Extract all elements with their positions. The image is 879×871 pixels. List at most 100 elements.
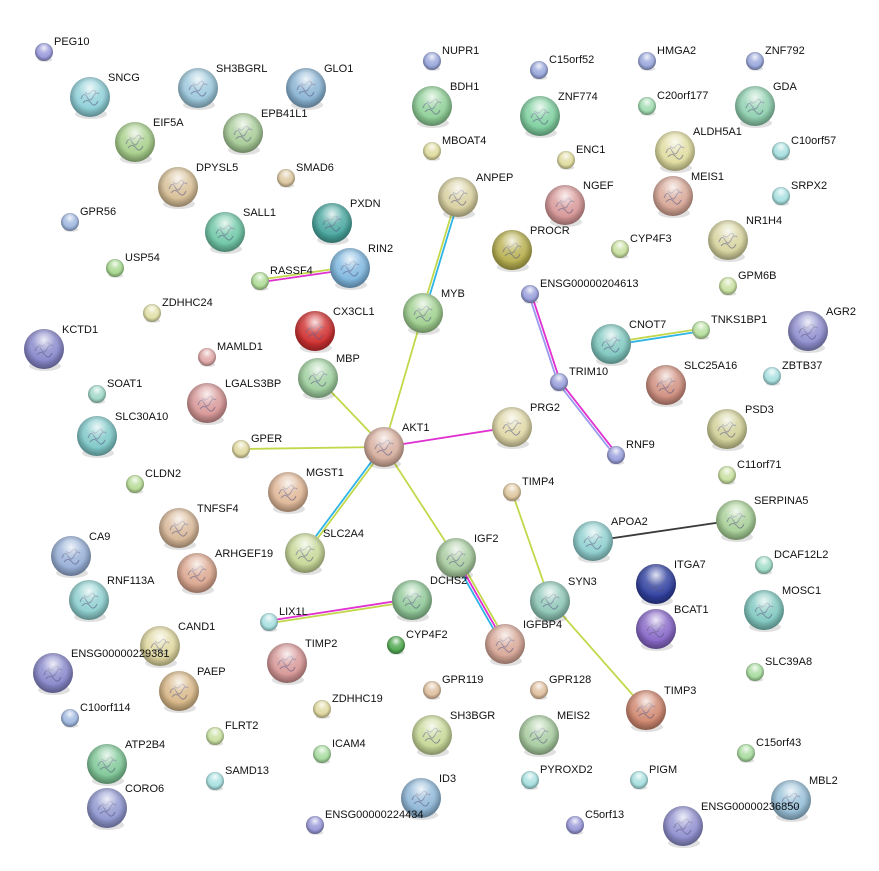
edge-trim10-rnf9[interactable] bbox=[557, 380, 618, 457]
node-epb41l1[interactable] bbox=[223, 113, 263, 155]
node-pigm[interactable] bbox=[630, 771, 648, 790]
node-igf2[interactable] bbox=[436, 538, 476, 580]
node-psd3[interactable] bbox=[707, 409, 747, 451]
node-c10orf114[interactable] bbox=[61, 709, 79, 728]
node-id3[interactable] bbox=[401, 778, 441, 820]
node-timp3[interactable] bbox=[626, 690, 666, 732]
node-c20orf177[interactable] bbox=[638, 97, 656, 116]
node-srpx2[interactable] bbox=[772, 187, 790, 206]
node-itga7[interactable] bbox=[636, 564, 676, 606]
node-mbp[interactable] bbox=[298, 358, 338, 400]
node-ensg00000229381[interactable] bbox=[33, 653, 73, 695]
node-procr[interactable] bbox=[492, 230, 532, 272]
node-mboat4[interactable] bbox=[423, 142, 441, 161]
node-timp2[interactable] bbox=[267, 643, 307, 685]
node-prg2[interactable] bbox=[492, 407, 532, 449]
node-cyp4f3[interactable] bbox=[611, 240, 629, 259]
node-sall1[interactable] bbox=[205, 212, 245, 254]
node-agr2[interactable] bbox=[788, 311, 828, 353]
edge-akt1-gper[interactable] bbox=[240, 446, 385, 450]
node-nupr1[interactable] bbox=[423, 52, 441, 71]
node-coro6[interactable] bbox=[87, 788, 127, 830]
node-ensg00000204613[interactable] bbox=[521, 285, 539, 304]
node-soat1[interactable] bbox=[88, 385, 106, 404]
node-enc1[interactable] bbox=[557, 151, 575, 170]
node-gpr128[interactable] bbox=[530, 681, 548, 700]
node-lix1l[interactable] bbox=[260, 613, 278, 632]
node-dpysl5[interactable] bbox=[158, 167, 198, 209]
node-dchs2[interactable] bbox=[392, 580, 432, 622]
node-zbtb37[interactable] bbox=[763, 367, 781, 386]
node-rassf4[interactable] bbox=[251, 272, 269, 291]
node-gpm6b[interactable] bbox=[719, 277, 737, 296]
node-akt1[interactable] bbox=[364, 427, 404, 469]
node-flrt2[interactable] bbox=[206, 727, 224, 746]
node-trim10[interactable] bbox=[550, 373, 568, 392]
edge-akt1-prg2[interactable] bbox=[383, 426, 513, 448]
node-gda[interactable] bbox=[735, 86, 775, 128]
node-ngef[interactable] bbox=[545, 185, 585, 227]
node-slc25a16[interactable] bbox=[646, 365, 686, 407]
edge-ensg00000204613-trim10[interactable] bbox=[527, 293, 562, 383]
node-myb[interactable] bbox=[403, 293, 443, 335]
node-gpr119[interactable] bbox=[423, 681, 441, 700]
node-cnot7[interactable] bbox=[591, 324, 631, 366]
edge-syn3-timp3[interactable] bbox=[549, 600, 647, 711]
node-apoa2[interactable] bbox=[573, 521, 613, 563]
node-tnfsf4[interactable] bbox=[159, 508, 199, 550]
node-bcat1[interactable] bbox=[636, 609, 676, 651]
node-pyroxd2[interactable] bbox=[521, 771, 539, 790]
edge-myb-anpep[interactable] bbox=[420, 196, 461, 314]
node-c10orf57[interactable] bbox=[772, 142, 790, 161]
node-sncg[interactable] bbox=[70, 77, 110, 119]
node-syn3[interactable] bbox=[530, 581, 570, 623]
node-timp4[interactable] bbox=[503, 483, 521, 502]
node-zdhhc24[interactable] bbox=[143, 304, 161, 323]
node-kctd1[interactable] bbox=[24, 329, 64, 371]
edge-apoa2-serpina5[interactable] bbox=[592, 519, 737, 542]
node-cldn2[interactable] bbox=[126, 475, 144, 494]
node-rnf113a[interactable] bbox=[69, 580, 109, 622]
node-ca9[interactable] bbox=[51, 536, 91, 578]
node-c15orf52[interactable] bbox=[530, 61, 548, 80]
node-serpina5[interactable] bbox=[716, 500, 756, 542]
node-aldh5a1[interactable] bbox=[655, 131, 695, 173]
node-samd13[interactable] bbox=[206, 772, 224, 791]
node-gper[interactable] bbox=[232, 440, 250, 459]
node-icam4[interactable] bbox=[313, 745, 331, 764]
node-peg10[interactable] bbox=[35, 43, 53, 62]
node-hmga2[interactable] bbox=[638, 52, 656, 71]
node-zdhhc19[interactable] bbox=[313, 700, 331, 719]
edge-dchs2-lix1l[interactable] bbox=[268, 597, 413, 625]
node-cyp4f2[interactable] bbox=[387, 636, 405, 655]
node-lgals3bp[interactable] bbox=[187, 383, 227, 425]
node-rin2[interactable] bbox=[330, 248, 370, 290]
node-znf774[interactable] bbox=[520, 96, 560, 138]
node-cx3cl1[interactable] bbox=[295, 311, 335, 353]
node-sh3bgrl[interactable] bbox=[178, 68, 218, 110]
node-c11orf71[interactable] bbox=[718, 466, 736, 485]
node-eif5a[interactable] bbox=[115, 122, 155, 164]
node-meis2[interactable] bbox=[519, 715, 559, 757]
edge-akt1-myb[interactable] bbox=[383, 312, 424, 448]
node-znf792[interactable] bbox=[746, 52, 764, 71]
node-atp2b4[interactable] bbox=[87, 744, 127, 786]
node-meis1[interactable] bbox=[653, 176, 693, 218]
node-glo1[interactable] bbox=[286, 68, 326, 110]
node-mosc1[interactable] bbox=[744, 590, 784, 632]
node-slc39a8[interactable] bbox=[746, 663, 764, 682]
node-ensg00000236850[interactable] bbox=[663, 806, 703, 848]
node-mbl2[interactable] bbox=[771, 780, 811, 822]
node-arhgef19[interactable] bbox=[177, 553, 217, 595]
node-paep[interactable] bbox=[159, 671, 199, 713]
edge-akt1-igf2[interactable] bbox=[383, 446, 457, 559]
node-mamld1[interactable] bbox=[198, 348, 216, 367]
node-igfbp4[interactable] bbox=[485, 624, 525, 666]
node-pxdn[interactable] bbox=[312, 203, 352, 245]
node-ensg00000224434[interactable] bbox=[306, 816, 324, 835]
edge-akt1-slc2a4[interactable] bbox=[303, 445, 386, 555]
node-cand1[interactable] bbox=[140, 626, 180, 668]
node-rnf9[interactable] bbox=[607, 446, 625, 465]
node-c5orf13[interactable] bbox=[566, 816, 584, 835]
node-sh3bgr[interactable] bbox=[412, 715, 452, 757]
